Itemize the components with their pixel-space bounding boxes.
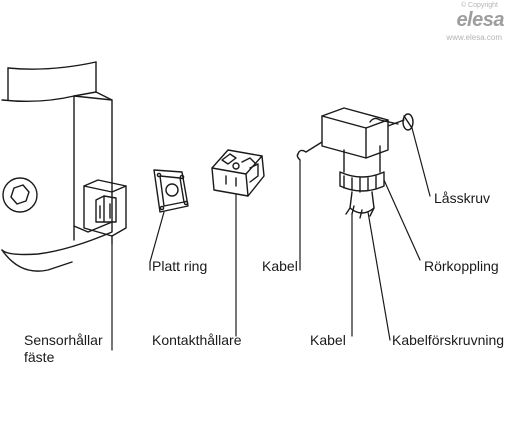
watermark-copyright: © Copyright (460, 2, 498, 9)
watermark-url: www.elesa.com (446, 33, 502, 42)
label-contact-holder: Kontakthållare (152, 332, 242, 348)
contact-holder-drawing (211, 149, 265, 197)
label-sensor-holder-line1: Sensorhållar (24, 332, 103, 348)
leader-lines (111, 127, 431, 351)
label-cable-gland: Kabelförskruvning (392, 332, 505, 348)
sensor-holder-bracket-drawing (83, 179, 127, 245)
label-cable-upper: Kabel (262, 258, 298, 274)
label-sensor-holder: Sensorhållar fäste (24, 332, 103, 366)
flat-gasket-drawing (153, 169, 189, 213)
label-pipe-coupling: Rörkoppling (424, 258, 499, 274)
label-flat-ring: Platt ring (152, 258, 208, 274)
label-sensor-holder-line2: fäste (24, 349, 55, 365)
cylinder-body-drawing (1, 61, 113, 272)
connector-assembly-drawing (296, 107, 414, 219)
label-lock-screw: Låsskruv (434, 190, 491, 206)
watermark-logo: elesa (456, 9, 504, 31)
label-cable-lower: Kabel (310, 332, 346, 348)
